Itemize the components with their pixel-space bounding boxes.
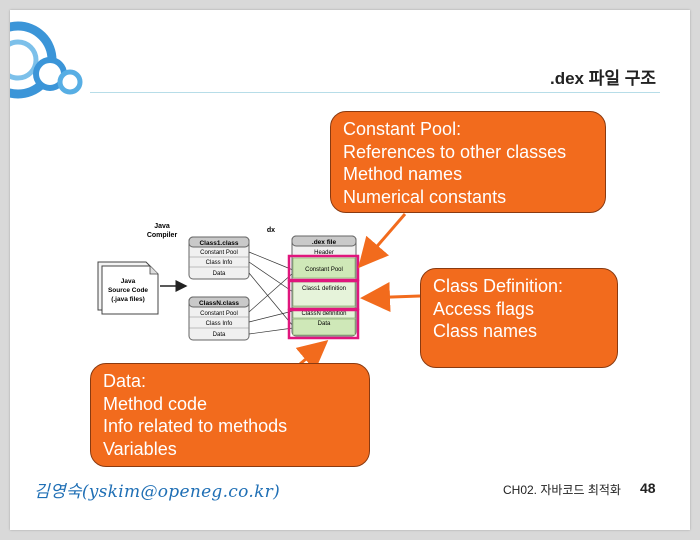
java-compiler-label-2: Compiler (147, 232, 178, 239)
dx-label: dx (267, 227, 275, 234)
dex-file-box: .dex file Header Constant Pool Class1 de… (291, 235, 357, 337)
java-compiler-label: Java (154, 223, 170, 230)
svg-text:ClassN definition: ClassN definition (301, 311, 346, 317)
callout-line: References to other classes (343, 141, 567, 162)
callout-line: Method names (343, 164, 463, 184)
callout-line: Access flags (433, 298, 535, 319)
svg-text:Constant Pool: Constant Pool (200, 311, 238, 317)
classN-box: ClassN.class Constant Pool Class Info Da… (188, 296, 250, 341)
svg-text:Class1.class: Class1.class (199, 240, 238, 247)
slide: .dex 파일 구조 Java Compiler dx Java Source … (10, 10, 690, 530)
data-callout: Data: Method code Info related to method… (90, 363, 370, 467)
slide-title: .dex 파일 구조 (549, 69, 656, 88)
callout-line: Method code (103, 393, 208, 414)
title-divider (90, 92, 660, 93)
svg-text:ClassN.class: ClassN.class (199, 300, 239, 307)
constant-pool-callout: Constant Pool: References to other class… (330, 111, 606, 213)
callout-line: Info related to methods (103, 416, 288, 436)
svg-text:Class Info: Class Info (206, 321, 233, 327)
author-signature: 김영숙(yskim@openeg.co.kr) (34, 482, 281, 502)
svg-text:Source Code: Source Code (108, 287, 148, 294)
svg-text:Header: Header (314, 250, 334, 256)
chapter-label: CH02. 자바코드 최적화 (503, 483, 621, 497)
callout-line: Numerical constants (343, 186, 507, 207)
callout-line: Variables (103, 438, 177, 459)
svg-text:Class1 definition: Class1 definition (302, 286, 346, 292)
class-definition-callout: Class Definition: Access flags Class nam… (420, 268, 618, 368)
callout-line: Class Definition: (433, 276, 564, 296)
callout-line: Constant Pool: (343, 119, 462, 139)
callout-line: Class names (433, 321, 538, 341)
highlight-frames (287, 254, 360, 340)
svg-text:Java: Java (121, 278, 136, 285)
svg-text:Class Info: Class Info (206, 260, 233, 266)
svg-text:.dex file: .dex file (312, 239, 337, 246)
page-number: 48 (640, 480, 656, 496)
svg-text:Data: Data (213, 332, 226, 338)
svg-text:Constant Pool: Constant Pool (305, 267, 343, 273)
data-arrow (295, 340, 329, 371)
java-source-document: Java Source Code (.java files) (97, 261, 159, 315)
class-definition-arrow (360, 282, 421, 313)
svg-text:Data: Data (213, 271, 226, 277)
svg-text:Data: Data (318, 321, 331, 327)
class1-box: Class1.class Constant Pool Class Info Da… (188, 236, 250, 280)
svg-text:(.java files): (.java files) (111, 296, 145, 303)
svg-text:Constant Pool: Constant Pool (200, 250, 238, 256)
constant-pool-arrow (358, 213, 407, 269)
callout-line: Data: (103, 371, 147, 391)
mapping-lines (248, 251, 294, 335)
logo-circles-icon (10, 21, 83, 99)
dex-structure-diagram: Java Compiler dx Java Source Code (.java… (97, 213, 421, 371)
